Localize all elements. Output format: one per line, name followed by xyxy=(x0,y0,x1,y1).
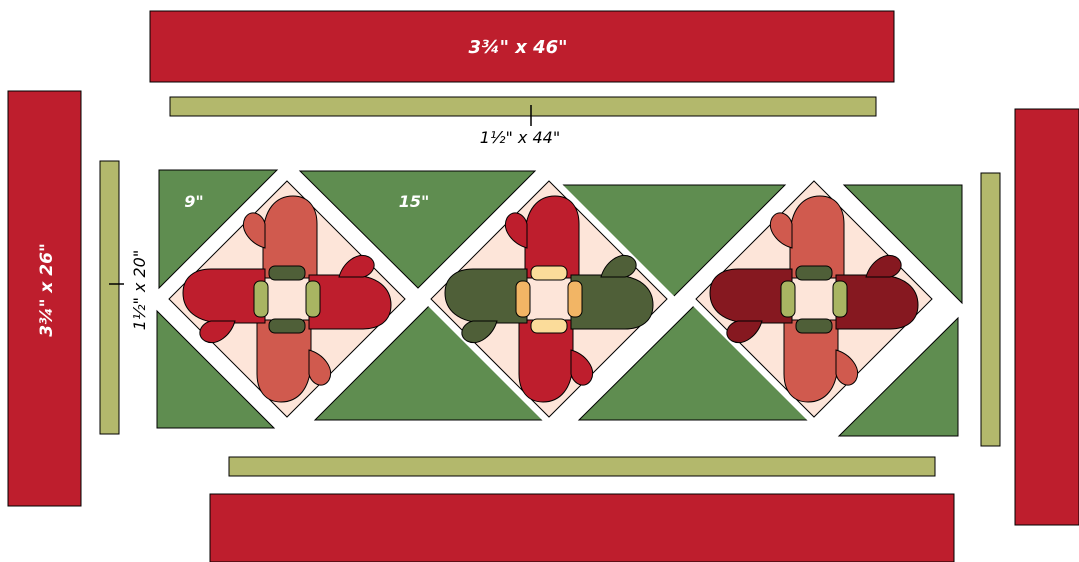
cuff-top xyxy=(531,266,567,280)
small-triangle-label: 9" xyxy=(184,192,203,211)
sashing-bottom xyxy=(229,457,935,476)
side-sashing-label: 1½" x 20" xyxy=(130,250,149,330)
cuff-right xyxy=(568,281,582,317)
left-border-label: 3¾" x 26" xyxy=(37,243,57,337)
mitten-blocks xyxy=(159,171,942,427)
cuff-top xyxy=(269,266,305,280)
cuff-right xyxy=(833,281,847,317)
border-right xyxy=(1015,109,1079,525)
cuff-top xyxy=(796,266,832,280)
sashing-right xyxy=(981,173,1000,446)
top-border-label: 3¾" x 46" xyxy=(468,37,567,58)
cuff-left xyxy=(254,281,268,317)
cuff-bottom xyxy=(531,319,567,333)
cuff-right xyxy=(306,281,320,317)
large-triangle-label: 15" xyxy=(399,192,430,211)
sashing-top xyxy=(170,97,876,116)
sashing-left xyxy=(100,161,119,434)
cuff-bottom xyxy=(269,319,305,333)
cuff-bottom xyxy=(796,319,832,333)
cuff-left xyxy=(516,281,530,317)
border-bottom xyxy=(210,494,954,562)
cuff-left xyxy=(781,281,795,317)
top-sashing-label: 1½" x 44" xyxy=(480,128,560,147)
